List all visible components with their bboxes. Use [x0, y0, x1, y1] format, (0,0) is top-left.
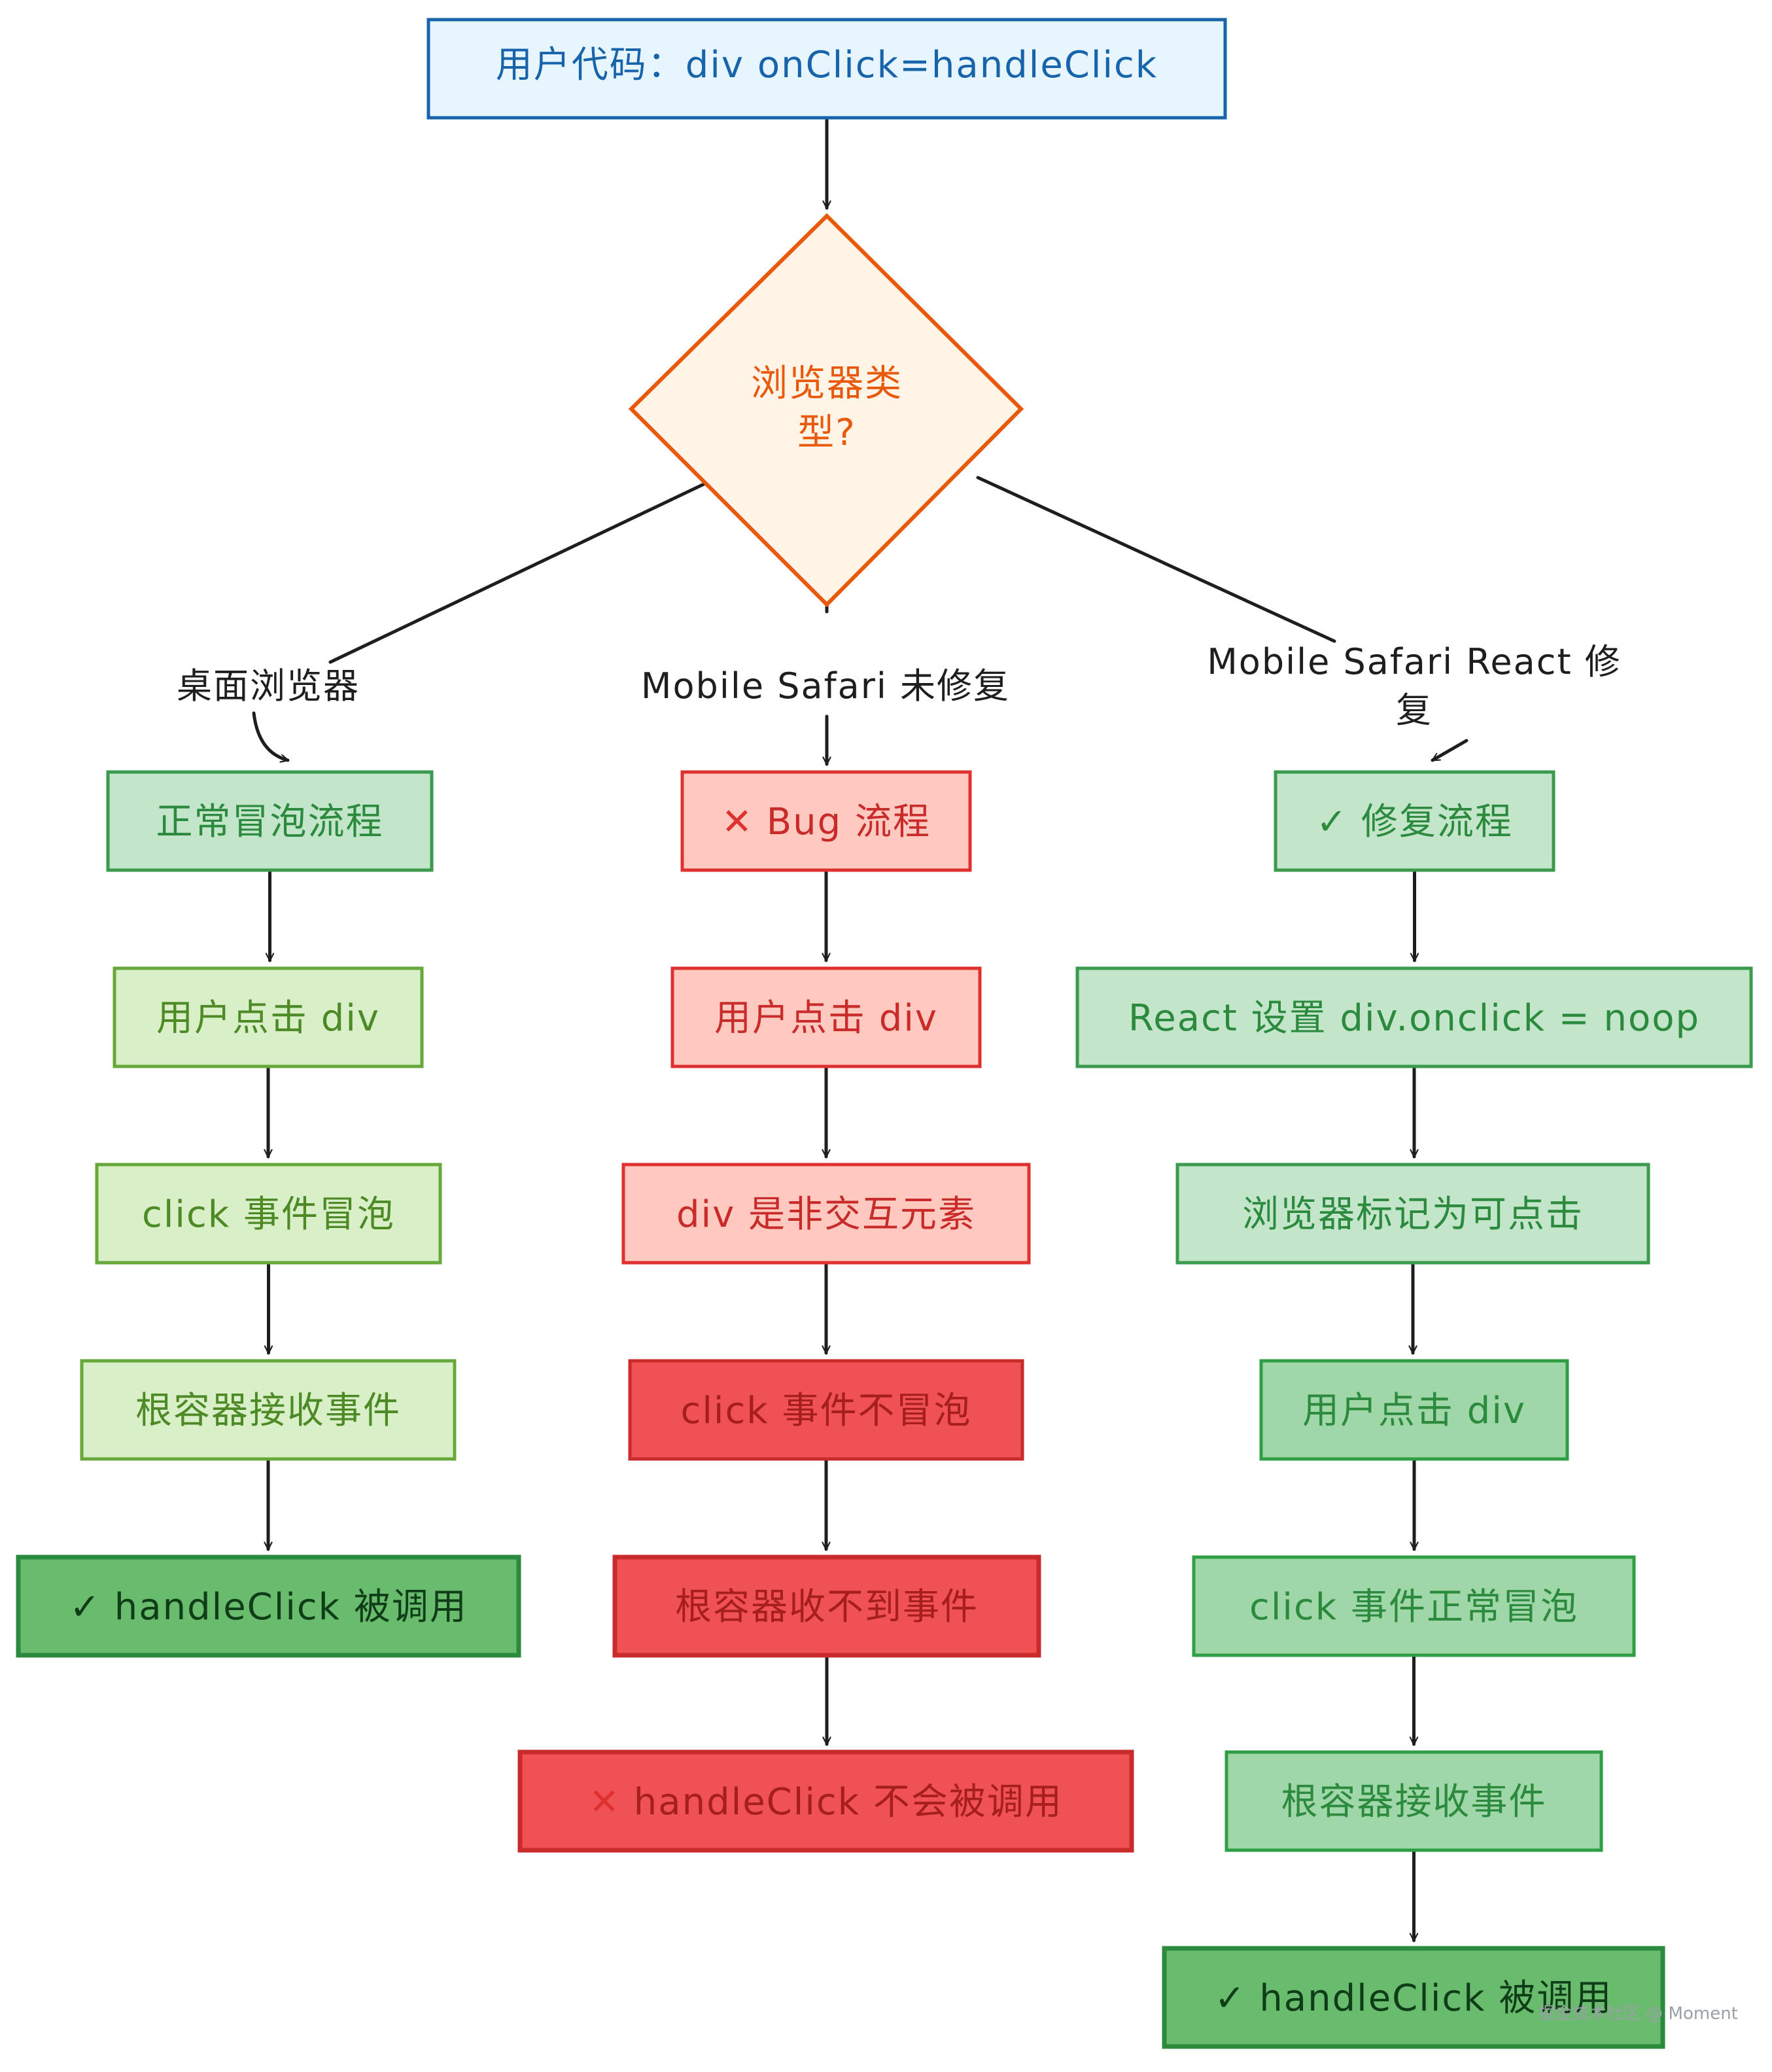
node-label: ✕ handleClick 不会被调用 — [589, 1781, 1063, 1823]
node-box — [95, 1163, 442, 1265]
safari-fixed-node-7: ✓ handleClick 被调用 — [1162, 1946, 1665, 2049]
node-label: React 设置 div.onclick = noop — [1128, 997, 1700, 1040]
edge-label-safari-unfixed: Mobile Safari 未修复 — [641, 665, 1010, 707]
node-label: 浏览器标记为可点击 — [1242, 1193, 1584, 1236]
node-box — [628, 1359, 1024, 1461]
node-box — [106, 770, 434, 872]
safari-unfixed-node-1: ✕ Bug 流程 — [680, 770, 972, 872]
decision-diamond — [628, 213, 1024, 608]
node-box — [1259, 1359, 1569, 1461]
node-label-text: Bug 流程 — [754, 801, 931, 843]
safari-fixed-node-2: React 设置 div.onclick = noop — [1075, 966, 1753, 1068]
node-label: ✓ handleClick 被调用 — [1215, 1977, 1613, 2020]
node-box — [1274, 770, 1555, 872]
edge-desktop-label-to-node — [252, 711, 290, 763]
edge-decision-to-fixed-label — [976, 476, 1336, 643]
edge-fixed-label-to-node — [1431, 739, 1468, 762]
desktop-node-1: 正常冒泡流程 — [106, 770, 434, 872]
node-label: click 事件冒泡 — [142, 1193, 395, 1236]
node-label: ✕ Bug 流程 — [721, 801, 931, 843]
desktop-node-4: 根容器接收事件 — [80, 1359, 457, 1461]
cross-mark-icon: ✕ — [589, 1781, 621, 1823]
node-box — [1192, 1555, 1636, 1657]
edges — [252, 116, 1468, 1942]
safari-unfixed-node-3: div 是非交互元素 — [621, 1163, 1031, 1265]
node-label: click 事件正常冒泡 — [1249, 1586, 1578, 1628]
safari-fixed-node-1: ✓ 修复流程 — [1274, 770, 1555, 872]
safari-unfixed-node-6: ✕ handleClick 不会被调用 — [517, 1749, 1134, 1853]
desktop-node-2: 用户点击 div — [113, 966, 424, 1068]
node-box — [113, 966, 424, 1068]
safari-unfixed-node-2: 用户点击 div — [670, 966, 982, 1068]
start-node-box — [426, 18, 1227, 120]
safari-fixed-node-3: 浏览器标记为可点击 — [1175, 1163, 1650, 1265]
decision-label-line2: 型? — [797, 412, 856, 454]
node-label: 用户点击 div — [1302, 1390, 1526, 1432]
edge-label-safari-fixed-line2: 复 — [1396, 690, 1433, 731]
node-box — [1075, 966, 1753, 1068]
node-label: ✓ 修复流程 — [1316, 801, 1513, 843]
node-label: click 事件不冒泡 — [681, 1390, 972, 1432]
safari-fixed-node-6: 根容器接收事件 — [1225, 1750, 1603, 1852]
node-label: 根容器接收事件 — [135, 1390, 401, 1432]
desktop-node-5: ✓ handleClick 被调用 — [16, 1554, 521, 1658]
node-box — [621, 1163, 1031, 1265]
safari-fixed-node-4: 用户点击 div — [1259, 1359, 1569, 1461]
node-box — [80, 1359, 457, 1461]
cross-mark-icon: ✕ — [721, 801, 754, 843]
node-box — [16, 1554, 521, 1658]
node-label-text: handleClick 不会被调用 — [621, 1781, 1063, 1823]
watermark: 掘金技术社区 @ Moment — [1538, 2004, 1738, 2024]
desktop-node-3: click 事件冒泡 — [95, 1163, 442, 1265]
safari-fixed-node-5: click 事件正常冒泡 — [1192, 1555, 1636, 1657]
node-label: 根容器接收事件 — [1281, 1781, 1547, 1823]
node-label: ✓ handleClick 被调用 — [69, 1586, 468, 1628]
safari-unfixed-node-4: click 事件不冒泡 — [628, 1359, 1024, 1461]
node-box — [612, 1554, 1041, 1658]
node-label: 正常冒泡流程 — [156, 801, 384, 843]
start-node: 用户代码：div onClick=handleClick — [426, 18, 1227, 120]
node-box — [517, 1749, 1134, 1853]
node-box — [1175, 1163, 1650, 1265]
safari-unfixed-node-5: 根容器收不到事件 — [612, 1554, 1041, 1658]
node-label: 用户点击 div — [714, 997, 938, 1040]
node-box — [1162, 1946, 1665, 2049]
edge-label-desktop: 桌面浏览器 — [177, 665, 360, 707]
node-label: 用户点击 div — [156, 997, 380, 1040]
decision-label-line1: 浏览器类 — [751, 362, 903, 405]
start-node-label: 用户代码：div onClick=handleClick — [496, 44, 1158, 86]
node-label: 根容器收不到事件 — [675, 1586, 979, 1628]
edge-decision-to-desktop-label — [328, 476, 720, 664]
node-box — [1225, 1750, 1603, 1852]
decision-node: 浏览器类 型? — [628, 213, 1024, 608]
node-box — [670, 966, 982, 1068]
edge-label-safari-fixed-line1: Mobile Safari React 修 — [1207, 641, 1622, 682]
node-box — [680, 770, 972, 872]
node-label: div 是非交互元素 — [676, 1193, 976, 1236]
